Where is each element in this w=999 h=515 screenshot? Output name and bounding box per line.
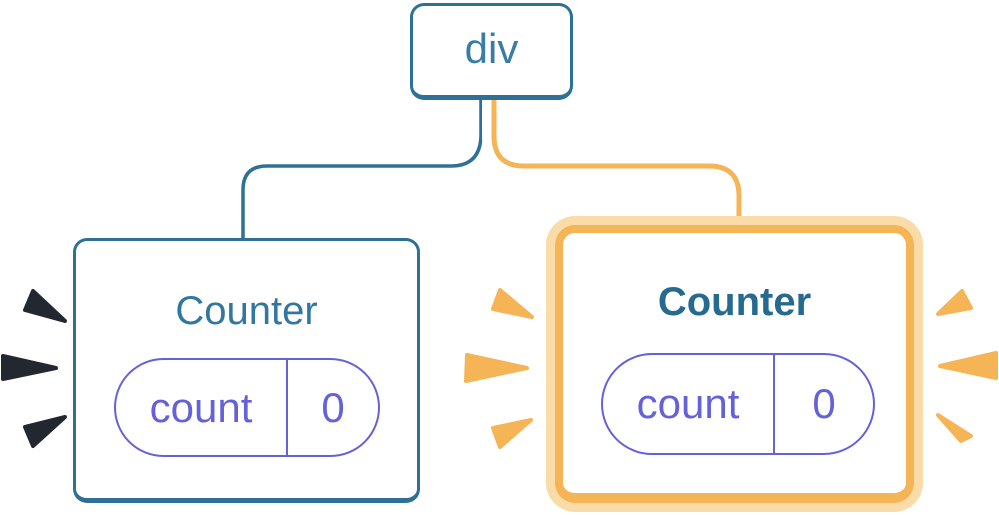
- spark-left-top: [23, 289, 67, 323]
- spark-right-bottom: [936, 413, 973, 443]
- counter-title: Counter: [175, 289, 318, 333]
- state-pill: count 0: [601, 353, 875, 455]
- blue-wire: [241, 100, 483, 242]
- spark-mid-top: [491, 288, 534, 319]
- spark-left-middle: [1, 354, 58, 381]
- render-burst-icon-left: [1, 289, 67, 448]
- root-div-label: div: [464, 24, 519, 72]
- counter-node-right-highlighted: Counter count 0: [555, 225, 914, 503]
- counter-node-left: Counter count 0: [73, 238, 420, 503]
- orange-wire-core: [491, 100, 742, 232]
- rerender-burst-icon-right: [936, 289, 998, 443]
- spark-mid-middle: [464, 353, 529, 383]
- state-key-label: count: [603, 355, 775, 453]
- root-div-node: div: [410, 3, 573, 100]
- spark-mid-bottom: [491, 418, 533, 449]
- counter-title: Counter: [657, 280, 812, 324]
- state-value: 0: [812, 380, 836, 427]
- spark-left-bottom: [23, 415, 67, 448]
- rerender-burst-icon-middle: [464, 288, 534, 449]
- state-value: 0: [321, 383, 345, 431]
- spark-right-top: [936, 289, 973, 316]
- state-pill: count 0: [114, 358, 380, 457]
- spark-right-middle: [938, 351, 998, 380]
- state-key-label: count: [116, 360, 288, 455]
